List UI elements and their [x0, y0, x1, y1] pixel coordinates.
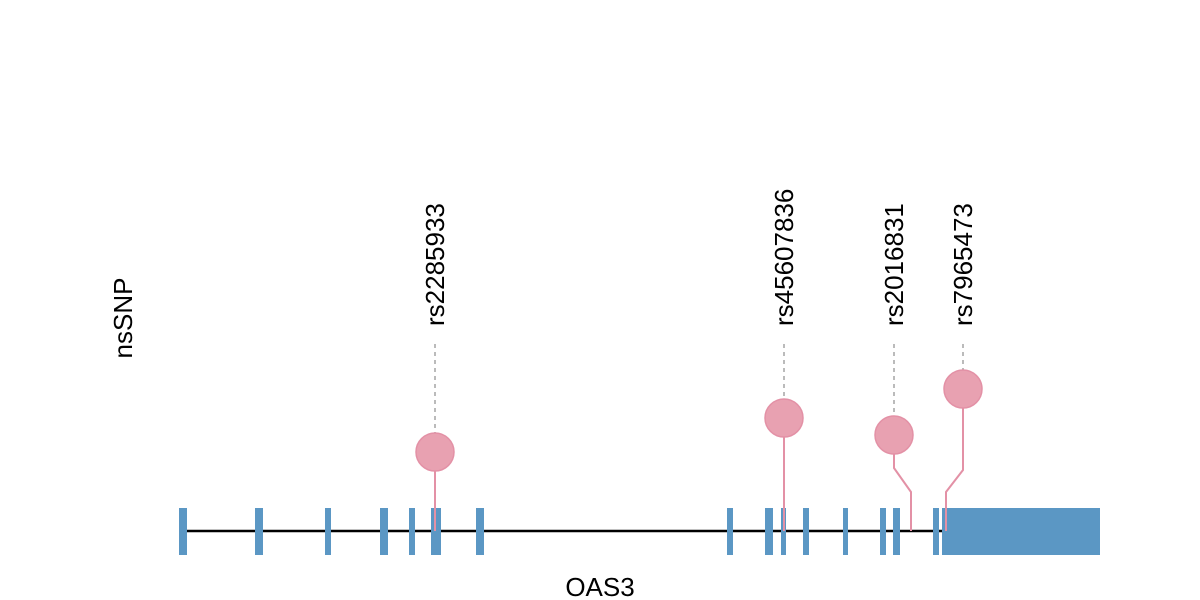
exon [380, 508, 388, 555]
snp-head [874, 415, 914, 455]
track-label: nsSNP [108, 278, 138, 359]
exon [942, 508, 1100, 555]
exon [880, 508, 886, 555]
snp-head [415, 432, 455, 472]
snp-label: rs2285933 [420, 203, 450, 326]
snp-label: rs7965473 [948, 203, 978, 326]
exon [727, 508, 733, 555]
exon [803, 508, 809, 555]
exon [409, 508, 415, 555]
exon [179, 508, 187, 555]
exon [933, 508, 939, 555]
snp-label: rs2016831 [879, 203, 909, 326]
exon [255, 508, 263, 555]
exon [765, 508, 773, 555]
exon [893, 508, 900, 555]
exon [781, 508, 786, 555]
snp-label: rs45607836 [769, 189, 799, 326]
exon [431, 508, 441, 555]
exon [476, 508, 484, 555]
gene-label: OAS3 [565, 572, 634, 600]
snp-head [764, 398, 804, 438]
snp-stem [945, 389, 964, 531]
exon [843, 508, 848, 555]
snp-head [943, 369, 983, 409]
exon [325, 508, 331, 555]
